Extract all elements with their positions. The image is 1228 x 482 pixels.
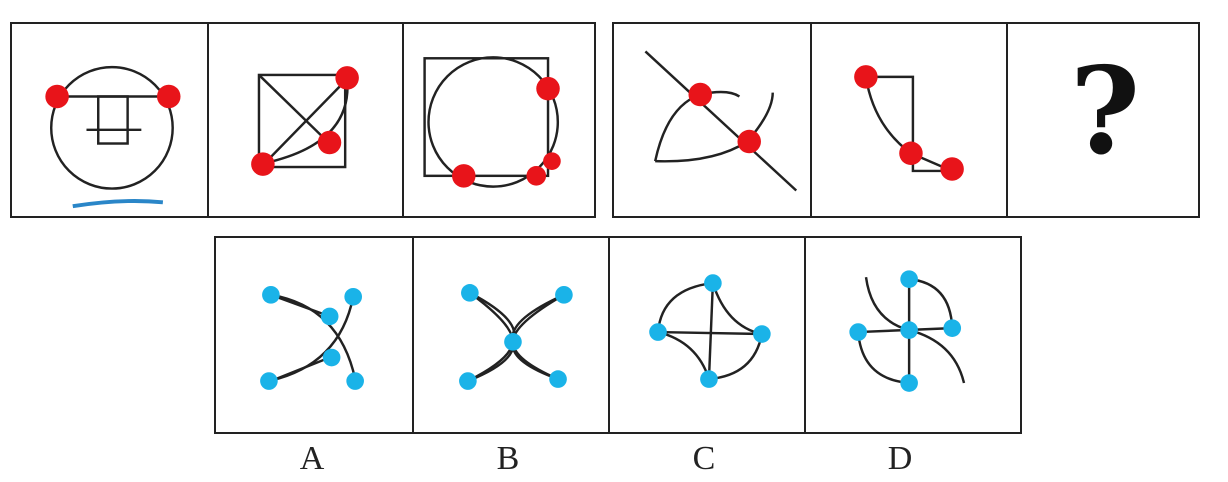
option-c-figure[interactable] xyxy=(608,238,804,432)
figure-3 xyxy=(402,24,598,216)
figure-2 xyxy=(207,24,402,216)
option-b-drawing xyxy=(459,284,573,390)
option-a-figure[interactable] xyxy=(216,238,412,432)
sequence-group-1 xyxy=(10,22,596,218)
figure-5 xyxy=(810,24,1006,216)
question-mark: ? xyxy=(1069,41,1141,182)
option-b-figure[interactable] xyxy=(412,238,608,432)
question-cell: ? xyxy=(1006,24,1202,216)
figure-1-drawing xyxy=(45,65,181,209)
option-d-figure[interactable] xyxy=(804,238,1024,432)
sequence-group-2: ? xyxy=(612,22,1200,218)
option-a-drawing xyxy=(260,286,364,390)
figure-4 xyxy=(614,24,810,216)
option-d-drawing xyxy=(849,270,966,392)
option-d-label[interactable]: D xyxy=(887,440,913,477)
option-b-label[interactable]: B xyxy=(496,440,520,477)
option-c-drawing xyxy=(649,274,771,388)
options-panel xyxy=(214,236,1022,434)
option-c-label[interactable]: C xyxy=(692,440,716,477)
underline-mark xyxy=(72,199,164,209)
figure-5-drawing xyxy=(854,65,964,181)
option-a-label[interactable]: A xyxy=(299,440,325,477)
figure-3-drawing xyxy=(423,56,561,188)
figure-1 xyxy=(12,24,207,216)
figure-2-drawing xyxy=(251,66,359,176)
figure-4-drawing xyxy=(644,50,798,192)
